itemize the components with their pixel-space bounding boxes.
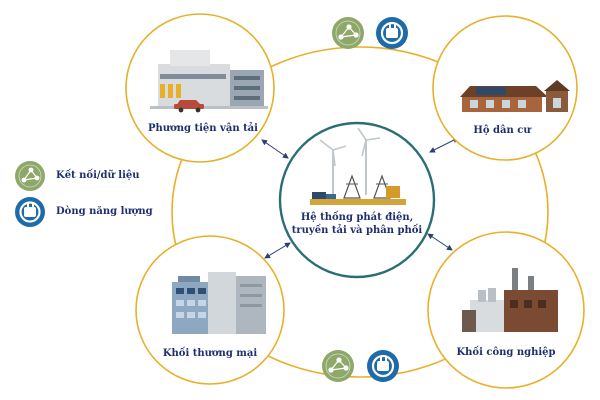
- residential-label: Hộ dân cư: [473, 125, 531, 136]
- top-data-icon: [332, 17, 364, 49]
- industrial-label: Khối công nghiệp: [456, 347, 556, 358]
- residential-illustration: [460, 80, 570, 112]
- center-label-line1: Hệ thống phát điện,: [300, 212, 414, 223]
- commercial-illustration: [172, 272, 266, 334]
- commercial-label: Khối thương mại: [162, 348, 258, 359]
- top-power-icon: [376, 17, 408, 49]
- legend-data-icon: [15, 161, 45, 191]
- transport-label: Phương tiện vận tải: [148, 123, 258, 134]
- bottom-data-icon: [322, 350, 354, 382]
- connection-ring: [171, 46, 549, 378]
- arrow-residential-center: [429, 137, 459, 153]
- legend-energy-label: Dòng năng lượng: [56, 206, 153, 217]
- legend-power-icon: [15, 197, 45, 227]
- arrow-industrial-center: [427, 233, 453, 251]
- transport-illustration: [150, 50, 268, 113]
- bottom-power-icon: [367, 350, 399, 382]
- arrow-commercial-center: [264, 242, 291, 259]
- center-label-line2: truyền tải và phân phối: [291, 225, 423, 236]
- arrow-transport-center: [261, 139, 289, 159]
- industrial-illustration: [462, 268, 558, 332]
- legend-data-label: Kết nối/dữ liệu: [56, 170, 140, 181]
- power-system-illustration: [310, 127, 406, 205]
